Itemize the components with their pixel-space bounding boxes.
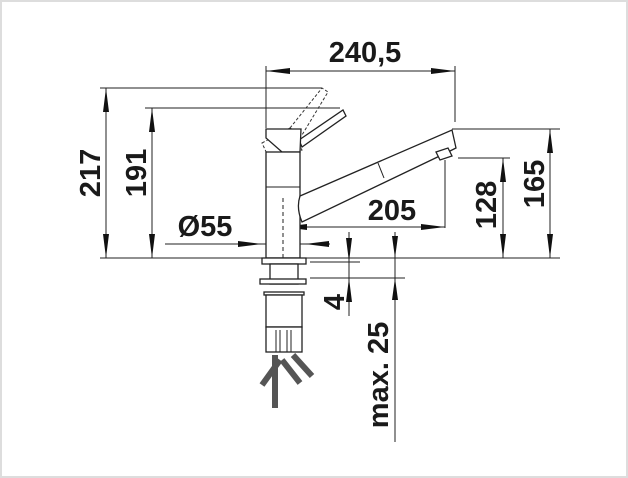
pull-out-spout [297,129,457,223]
dimension-label-spout-height: 165 [519,160,551,208]
aerator [435,147,453,161]
lever [298,109,347,148]
dimension-label-lever-height: 191 [121,149,153,197]
extension-lines [100,66,560,279]
dimension-205: 205 [283,195,445,230]
dimension-label-diameter: Ø55 [178,211,233,243]
dimension-label-spout-reach: 205 [368,195,416,227]
dimension-label-reach: 240,5 [329,37,402,69]
dimension-240-5: 240,5 [266,37,455,74]
faucet-outline [259,87,457,408]
dimension-4: 4 [319,232,352,316]
dimension-label-aerator-height: 128 [471,181,503,229]
dimension-label-max-height: 217 [75,149,107,197]
dimension-diameter-55: Ø55 [165,211,330,247]
mixer-head [265,128,302,153]
supply-hoses [259,352,315,408]
dimension-191: 191 [121,108,155,258]
base-plate [261,257,307,265]
dimension-217: 217 [75,88,109,258]
fixing-nut [265,294,303,328]
dimension-165: 165 [519,129,553,258]
dimension-label-counter-thickness: max. 25 [363,322,395,428]
dimension-128: 128 [471,158,506,258]
dimension-label-plate-thickness: 4 [319,294,351,310]
dimension-max-25: max. 25 [363,232,398,442]
